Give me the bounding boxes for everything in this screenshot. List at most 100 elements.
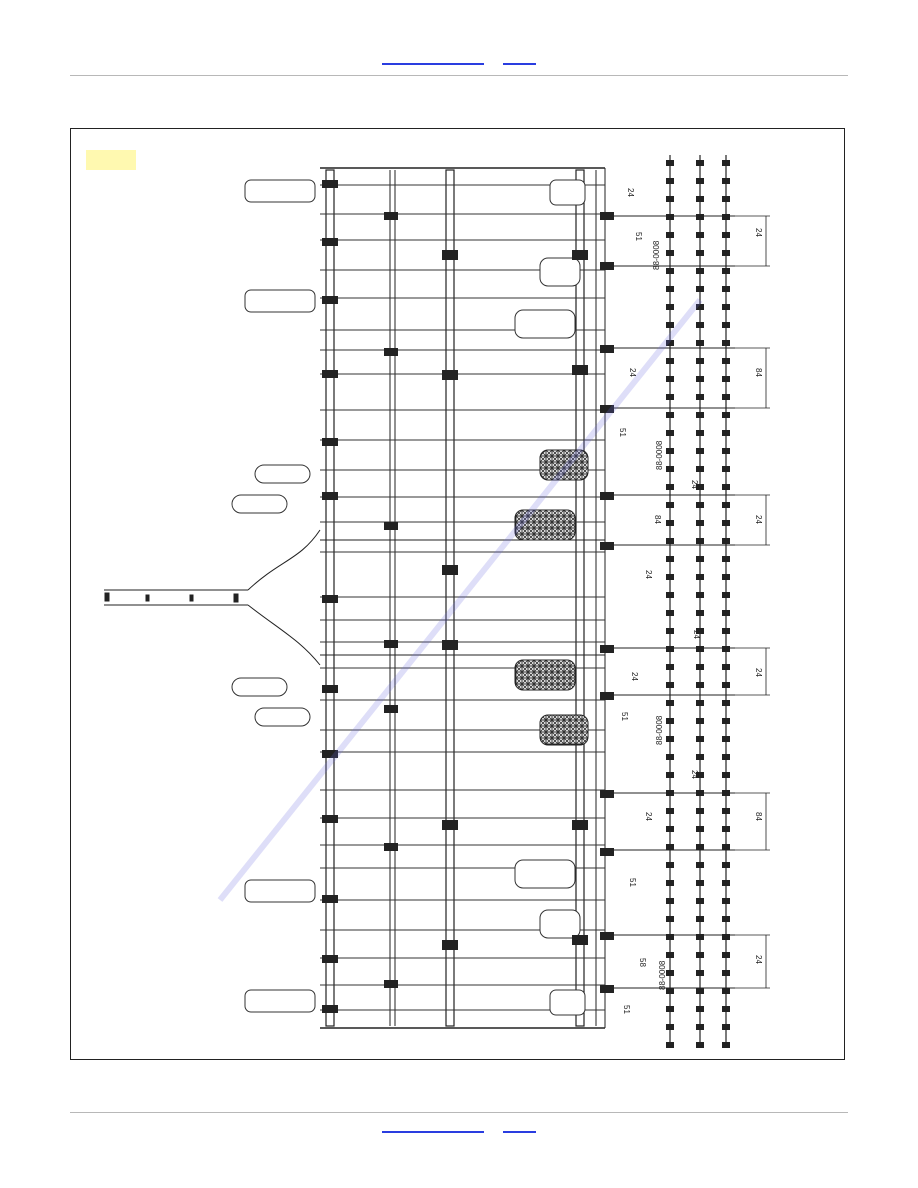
harrow-tine	[696, 664, 704, 670]
harrow-tine	[666, 826, 674, 832]
harrow-tine	[722, 880, 730, 886]
harrow-tine	[666, 988, 674, 994]
harrow-tine	[696, 1042, 704, 1048]
harrow-tine	[696, 700, 704, 706]
harrow-tine	[722, 448, 730, 454]
harrow-tine	[666, 772, 674, 778]
header-link-secondary[interactable]	[503, 63, 536, 65]
harrow-tine	[696, 988, 704, 994]
harrow-tine	[722, 592, 730, 598]
harrow-tine	[666, 520, 674, 526]
dim-label: 24	[644, 812, 653, 821]
harrow-tine	[666, 844, 674, 850]
dim-label: 24	[690, 480, 699, 489]
harrow-tine	[722, 682, 730, 688]
harrow-tine	[666, 340, 674, 346]
harrow-tine	[696, 196, 704, 202]
harrow-tine	[696, 844, 704, 850]
dim-label: 24	[754, 668, 763, 677]
harrow-tine	[722, 178, 730, 184]
harrow-tine	[722, 628, 730, 634]
harrow-tine	[696, 268, 704, 274]
harrow-tine	[666, 862, 674, 868]
harrow-tine	[696, 358, 704, 364]
harrow-tine	[696, 538, 704, 544]
harrow-tine	[666, 646, 674, 652]
header-link-primary[interactable]	[382, 63, 484, 65]
harrow-tine	[696, 682, 704, 688]
dim-label: 84	[754, 812, 763, 821]
harrow-tine	[666, 502, 674, 508]
harrow-tine	[722, 520, 730, 526]
harrow-tine	[722, 862, 730, 868]
harrow-tine	[696, 736, 704, 742]
harrow-tine	[666, 214, 674, 220]
harrow-tine	[696, 754, 704, 760]
dim-label: 24	[690, 770, 699, 779]
harrow-tine	[696, 466, 704, 472]
harrow-tine	[722, 250, 730, 256]
harrow-tine	[722, 898, 730, 904]
harrow-tine	[722, 952, 730, 958]
harrow-tine	[666, 160, 674, 166]
harrow-tine	[696, 916, 704, 922]
harrow-tine	[696, 556, 704, 562]
harrow-tine	[722, 412, 730, 418]
harrow-tine	[722, 538, 730, 544]
harrow-tine	[666, 898, 674, 904]
harrow-tine	[722, 826, 730, 832]
harrow-tine	[666, 970, 674, 976]
header-rule	[70, 75, 848, 76]
dim-label: 24	[644, 570, 653, 579]
harrow-tine	[666, 1024, 674, 1030]
harrow-tine	[696, 178, 704, 184]
harrow-tine	[696, 772, 704, 778]
harrow-tine	[722, 304, 730, 310]
part-code: 88-0008	[655, 715, 664, 745]
harrow-tine	[722, 394, 730, 400]
harrow-tine	[722, 808, 730, 814]
harrow-tine	[666, 484, 674, 490]
harrow-tine	[666, 880, 674, 886]
harrow-tine	[722, 574, 730, 580]
harrow-tine	[666, 196, 674, 202]
harrow-tine	[666, 286, 674, 292]
figure-highlight-label	[86, 150, 136, 170]
harrow-tine	[666, 322, 674, 328]
harrow-tine	[666, 448, 674, 454]
dim-label: 51	[622, 1005, 631, 1014]
harrow-tine	[696, 898, 704, 904]
harrow-tine	[696, 934, 704, 940]
harrow-tine	[722, 214, 730, 220]
harrow-tine	[696, 430, 704, 436]
harrow-tine	[696, 808, 704, 814]
harrow-tine	[666, 358, 674, 364]
harrow-tine	[722, 286, 730, 292]
part-code: 88-0008	[658, 960, 667, 990]
harrow-tine	[722, 916, 730, 922]
dim-label: 24	[754, 515, 763, 524]
harrow-tine	[722, 1024, 730, 1030]
harrow-tine	[696, 1024, 704, 1030]
harrow-tine	[696, 250, 704, 256]
harrow-tine	[666, 718, 674, 724]
harrow-tine	[666, 412, 674, 418]
part-code: 88-0008	[652, 240, 661, 270]
harrow-tine	[696, 574, 704, 580]
harrow-tine	[696, 502, 704, 508]
footer-link-primary[interactable]	[382, 1131, 484, 1133]
harrow-tine	[722, 268, 730, 274]
harrow-tine	[722, 700, 730, 706]
harrow-tine	[666, 1006, 674, 1012]
harrow-tine	[696, 592, 704, 598]
harrow-tine	[696, 952, 704, 958]
harrow-tine	[666, 376, 674, 382]
harrow-tine	[722, 322, 730, 328]
harrow-tine	[666, 574, 674, 580]
harrow-tine	[666, 232, 674, 238]
harrow-tine	[696, 718, 704, 724]
footer-link-secondary[interactable]	[503, 1131, 536, 1133]
harrow-tine	[722, 484, 730, 490]
harrow-tine	[666, 808, 674, 814]
